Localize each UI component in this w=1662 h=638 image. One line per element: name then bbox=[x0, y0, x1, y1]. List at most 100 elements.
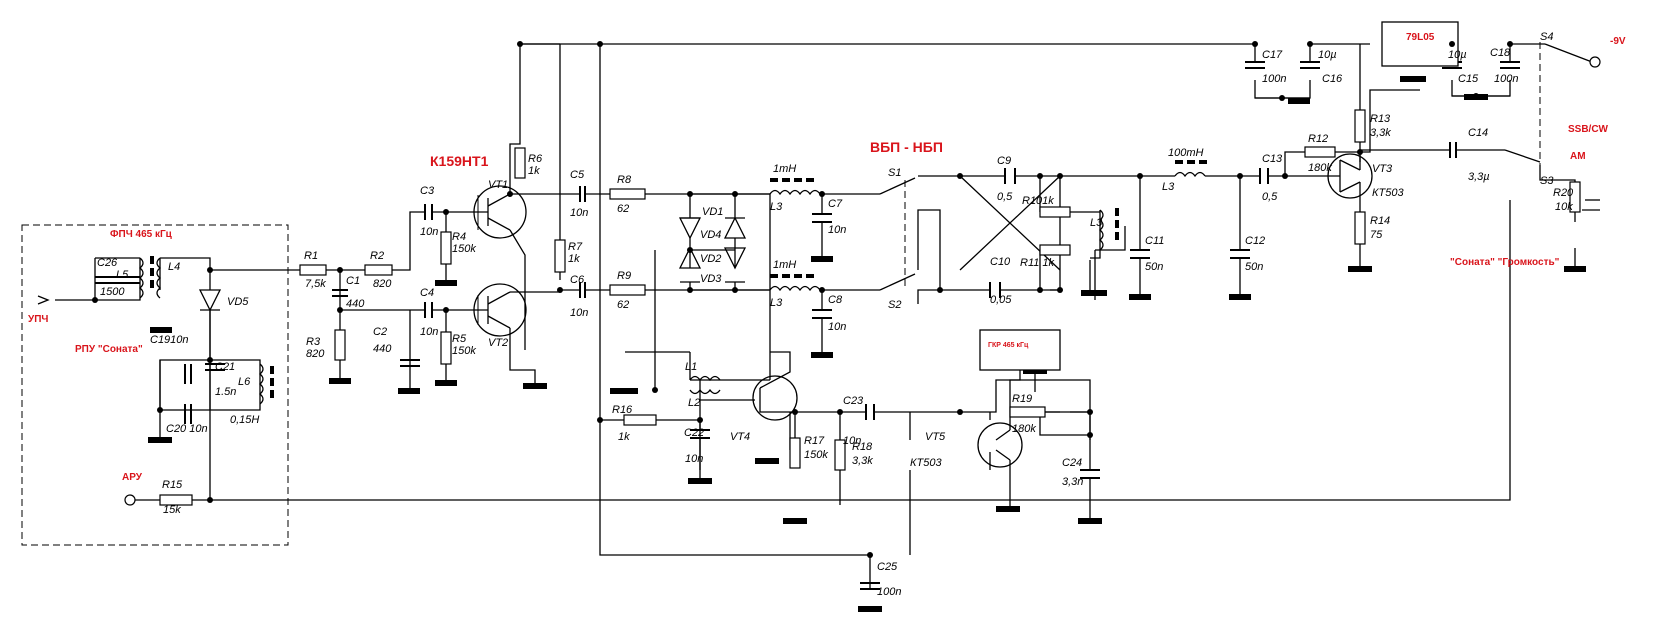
r17-label: R17 bbox=[804, 435, 825, 447]
r5-value: 150k bbox=[452, 345, 476, 357]
l1-label: L1 bbox=[685, 361, 697, 373]
r13-label: R13 bbox=[1370, 113, 1391, 125]
c9-value: 0,5 bbox=[997, 191, 1013, 203]
core-dashes bbox=[150, 160, 1207, 398]
l6-label: L6 bbox=[238, 376, 251, 388]
component-labels: C26 1500 L5 L4 VD5 C1910n C21 1.5n L6 C2… bbox=[97, 31, 1574, 598]
c14-label: C14 bbox=[1468, 127, 1488, 139]
l3-mh-label: 1mH bbox=[773, 163, 796, 175]
vt3-type: КТ503 bbox=[1372, 187, 1404, 199]
s3-label: S3 bbox=[1540, 175, 1554, 187]
c16-value: 10µ bbox=[1318, 49, 1337, 61]
resistors bbox=[159, 109, 1581, 506]
junction-dots bbox=[92, 41, 1513, 558]
c7-value: 10n bbox=[828, 224, 846, 236]
c1-value: 440 bbox=[346, 298, 365, 310]
c5-label: C5 bbox=[570, 169, 585, 181]
r8-value: 62 bbox=[617, 203, 629, 215]
supply-label: -9V bbox=[1610, 36, 1626, 47]
r19-value: 180k bbox=[1012, 423, 1036, 435]
r8-label: R8 bbox=[617, 174, 632, 186]
s4-label: S4 bbox=[1540, 31, 1553, 43]
c22-value: 10n bbox=[685, 453, 703, 465]
c22-label: C22 bbox=[684, 427, 704, 439]
r3-value: 820 bbox=[306, 348, 325, 360]
vt4-label: VT4 bbox=[730, 431, 750, 443]
r10-label: R101k bbox=[1022, 195, 1054, 207]
c10-label: C10 bbox=[990, 256, 1011, 268]
vd2-label: VD2 bbox=[700, 253, 721, 265]
vt5-type: КТ503 bbox=[910, 457, 942, 469]
c19-label: C1910n bbox=[150, 334, 189, 346]
c13-label: C13 bbox=[1262, 153, 1283, 165]
s1-label: S1 bbox=[888, 167, 901, 179]
c12-value: 50n bbox=[1245, 261, 1263, 273]
sideband-label: ВБП - НБП bbox=[870, 139, 943, 155]
filter-module-border bbox=[21, 224, 289, 546]
c7-label: C7 bbox=[828, 198, 843, 210]
c9-label: C9 bbox=[997, 155, 1011, 167]
c25-label: C25 bbox=[877, 561, 898, 573]
c26-label: C26 bbox=[97, 257, 118, 269]
inductor-coils bbox=[138, 171, 1206, 405]
r3-label: R3 bbox=[306, 336, 321, 348]
agc-label: АРУ bbox=[122, 472, 143, 483]
c6-value: 10n bbox=[570, 307, 588, 319]
c11-label: C11 bbox=[1145, 235, 1164, 247]
r14-value: 75 bbox=[1370, 229, 1383, 241]
l3d-label: L3 bbox=[1090, 217, 1103, 229]
c18-value: 100n bbox=[1494, 73, 1518, 85]
r7-label: R7 bbox=[568, 241, 583, 253]
vd4-label: VD4 bbox=[700, 229, 721, 241]
c17-label: C17 bbox=[1262, 49, 1283, 61]
r6-label: R6 bbox=[528, 153, 543, 165]
c25-value: 100n bbox=[877, 586, 901, 598]
r11-label: R11 1k bbox=[1020, 257, 1055, 269]
r7-value: 1k bbox=[568, 253, 580, 265]
volume-label: "Соната" "Громкость" bbox=[1450, 257, 1560, 268]
vd1-label: VD1 bbox=[702, 206, 723, 218]
c2-label: C2 bbox=[373, 326, 387, 338]
c23-value: 10n bbox=[843, 435, 861, 447]
bfo-block bbox=[979, 329, 1061, 371]
vt5-label: VT5 bbox=[925, 431, 946, 443]
c21-value: 1.5n bbox=[215, 386, 236, 398]
chip-label: К159НТ1 bbox=[430, 153, 489, 169]
c4-label: C4 bbox=[420, 287, 434, 299]
r15-label: R15 bbox=[162, 479, 183, 491]
c3-value: 10n bbox=[420, 226, 438, 238]
l3c-mh-label: 100mH bbox=[1168, 147, 1204, 159]
c24-value: 3,3n bbox=[1062, 476, 1083, 488]
s2-label: S2 bbox=[888, 299, 901, 311]
r17-value: 150k bbox=[804, 449, 828, 461]
c23-label: C23 bbox=[843, 395, 864, 407]
r14-label: R14 bbox=[1370, 215, 1390, 227]
c21-label: C21 bbox=[215, 361, 235, 373]
if-input-label: УПЧ bbox=[28, 314, 48, 325]
c6-label: C6 bbox=[570, 274, 585, 286]
l4-label: L4 bbox=[168, 261, 180, 273]
r9-value: 62 bbox=[617, 299, 629, 311]
r20-value: 10k bbox=[1555, 201, 1573, 213]
r4-label: R4 bbox=[452, 231, 466, 243]
l5-label: L5 bbox=[116, 269, 129, 281]
vt1-label: VT1 bbox=[488, 179, 508, 191]
r18-label: R18 bbox=[852, 441, 873, 453]
terminals bbox=[37, 56, 1601, 506]
r16-value: 1k bbox=[618, 431, 630, 443]
r19-label: R19 bbox=[1012, 393, 1032, 405]
c16-label: C16 bbox=[1322, 73, 1343, 85]
c26-value: 1500 bbox=[100, 286, 125, 298]
c20-label: C20 10n bbox=[166, 423, 208, 435]
rpu-label: РПУ "Соната" bbox=[75, 344, 143, 355]
r2-value: 820 bbox=[373, 278, 392, 290]
am-label: AM bbox=[1570, 151, 1586, 162]
c24-label: C24 bbox=[1062, 457, 1082, 469]
c17-value: 100n bbox=[1262, 73, 1286, 85]
transistors bbox=[473, 153, 1373, 468]
r1-value: 7,5k bbox=[305, 278, 326, 290]
c8-label: C8 bbox=[828, 294, 843, 306]
r4-value: 150k bbox=[452, 243, 476, 255]
c11-value: 50n bbox=[1145, 261, 1163, 273]
